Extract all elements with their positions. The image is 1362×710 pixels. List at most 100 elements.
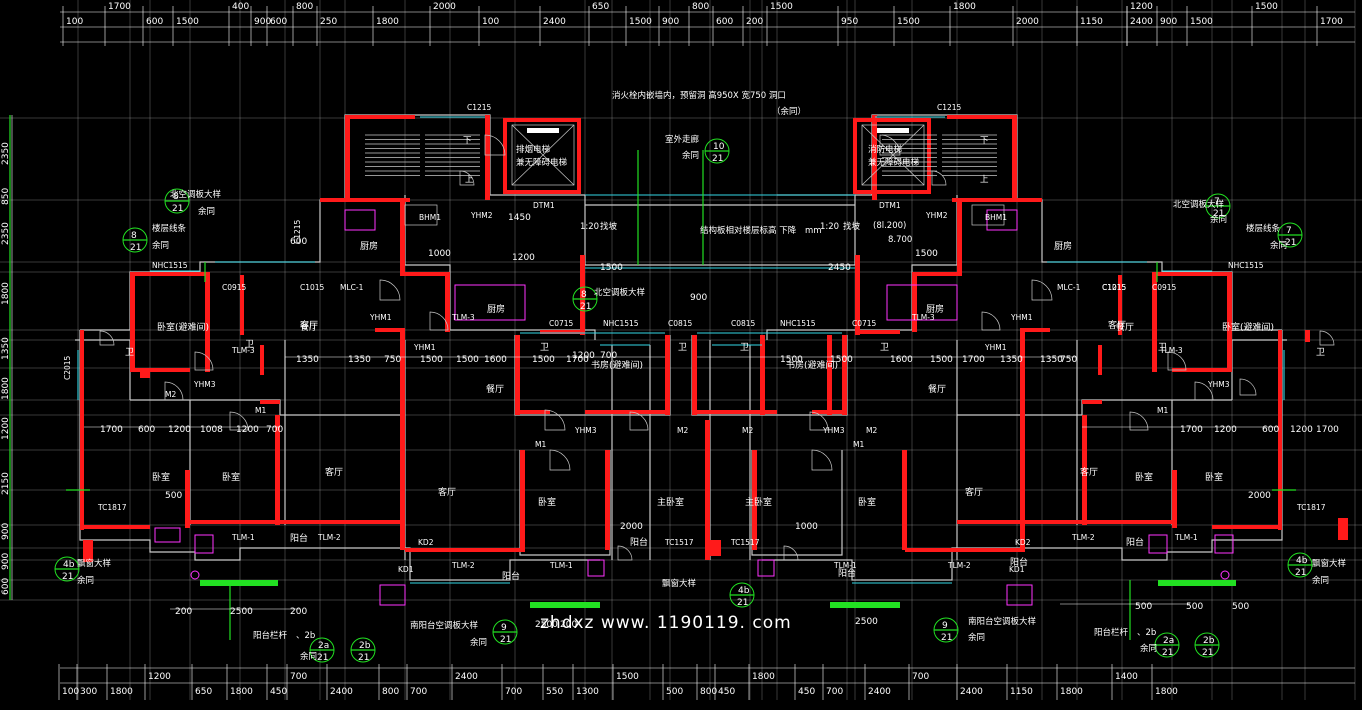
room-label: 厨房 <box>487 303 505 315</box>
inner-dim-text: 1500 <box>930 355 953 365</box>
opening-tag: KD1 <box>398 565 414 574</box>
opening-tag: C0915 <box>222 283 247 292</box>
inner-dim-text: 1350 <box>296 355 319 365</box>
room-label: 卧室 <box>222 471 240 483</box>
top-dim-text: 1500 <box>629 17 652 27</box>
inner-dim-text: 1700 <box>1180 425 1203 435</box>
top-dim-text: 1500 <box>1255 2 1278 12</box>
bottom-dim-text: 1800 <box>230 687 253 697</box>
inner-dim-text: 2500 <box>535 620 558 630</box>
detail-bubble-number: 8 <box>173 192 179 202</box>
ac-north-left-same: 余同 <box>198 206 215 217</box>
bottom-dim-text: 100 <box>62 687 79 697</box>
inner-dim-text: 1500 <box>915 249 938 259</box>
bottom-dim-text: 1800 <box>1155 687 1178 697</box>
ac-north-right: 北空调板大样 <box>1173 199 1225 210</box>
opening-tag: C1215 <box>467 103 492 112</box>
slope-ratio-left: 1:20 <box>580 222 599 232</box>
opening-tag: TC1817 <box>97 503 127 512</box>
top-dim-text: 100 <box>66 17 83 27</box>
top-dim-text: 1800 <box>376 17 399 27</box>
bottom-dim-text: 450 <box>270 687 287 697</box>
opening-tag: BHM1 <box>985 213 1007 222</box>
room-label: 厨房 <box>926 303 944 315</box>
left-dim-text: 900 <box>1 553 11 570</box>
top-dim-text: 900 <box>662 17 679 27</box>
opening-tag: C0715 <box>549 319 574 328</box>
opening-tag: M2 <box>742 426 753 435</box>
slope-left: 找坡 <box>600 221 618 232</box>
inner-dim-text: 700 <box>266 425 283 435</box>
door-swing <box>1031 279 1053 301</box>
opening-tag: TLM-1 <box>549 561 573 570</box>
opening-tag: TLM-2 <box>317 533 341 542</box>
opening-tag: YHM3 <box>1207 380 1230 389</box>
room-label: 阳台 <box>1010 556 1028 568</box>
bottom-dim-text: 800 <box>382 687 399 697</box>
inner-dim-text: 1500 <box>600 263 623 273</box>
detail-bubble-sheet: 21 <box>712 154 723 164</box>
detail-bubble-sheet: 21 <box>62 572 73 582</box>
opening-tag: YHM1 <box>1010 313 1033 322</box>
room-label: 卧室 <box>1135 471 1153 483</box>
inner-dim-text: 1000 <box>795 522 818 532</box>
opening-tag: C1015 <box>1102 283 1127 292</box>
top-dim-text: 2400 <box>1130 17 1153 27</box>
top-dim-text: 800 <box>692 2 709 12</box>
room-label: 卧室(避难间) <box>157 321 209 333</box>
left-elevator-label: 排烟电梯 <box>516 144 551 155</box>
door-swing <box>783 545 799 561</box>
room-labels: 客厅客厅客厅客厅客厅客厅卧室卧室卧室卧室主卧室主卧室卧室卧室厨房厨房厨房厨房卫卫… <box>125 240 1325 582</box>
inner-dim-text: 1000 <box>428 249 451 259</box>
opening-tag: YHM1 <box>984 343 1007 352</box>
opening-tag: KD1 <box>1009 565 1025 574</box>
inner-dim-text: 1008 <box>200 425 223 435</box>
opening-tag: C1215 <box>293 219 302 244</box>
bottom-dim-text: 1300 <box>576 687 599 697</box>
top-dim-text: 200 <box>746 17 763 27</box>
bottom-dim-text: 800 <box>700 687 717 697</box>
slope-right: 找坡 <box>843 221 861 232</box>
detail-bubble-sheet: 21 <box>500 635 511 645</box>
opening-tag: DTM1 <box>533 201 555 210</box>
right-elevator-label: 消防电梯 <box>868 144 903 155</box>
bottom-dim-text: 2400 <box>868 687 891 697</box>
south-ac-right-same: 余同 <box>968 632 985 643</box>
corridor-label: 室外走廊 <box>665 134 700 145</box>
stair-treads <box>365 134 1005 226</box>
inner-dim-text: 1700 <box>100 425 123 435</box>
bottom-dim-text: 2400 <box>455 672 478 682</box>
detail-bubble-number: 7 <box>1286 226 1292 236</box>
door-swing <box>931 170 947 186</box>
room-label: 客厅 <box>1080 466 1098 478</box>
slab-unit: mm <box>805 226 822 236</box>
opening-tag: TLM-3 <box>1159 346 1183 355</box>
inner-dim-text: 1600 <box>890 355 913 365</box>
room-label: 餐厅 <box>486 383 504 395</box>
top-dim-text: 2000 <box>1016 17 1039 27</box>
floor-elevation: 8.700 <box>888 235 912 245</box>
door-swing <box>379 279 401 301</box>
door-swing <box>1129 411 1149 431</box>
top-dim-text: 1200 <box>1130 2 1153 12</box>
detail-bubble-number: 2a <box>318 641 329 651</box>
top-dim-text: 2000 <box>433 2 456 12</box>
opening-tag: TLM-3 <box>911 313 935 322</box>
top-dim-text: 1500 <box>176 17 199 27</box>
door-swing <box>549 449 571 471</box>
detail-bubble-sheet: 21 <box>941 633 952 643</box>
floor-elevation-2: (8l.200) <box>873 221 906 231</box>
detail-bubble-number: 4b <box>738 586 750 596</box>
detail-bubble-number: 8 <box>131 231 137 241</box>
drain-line-left: 楼层线条 <box>152 223 187 234</box>
inner-dim-text: 1350 <box>1040 355 1063 365</box>
kitchen-bath-fixtures <box>154 209 1234 606</box>
opening-tag: TC1517 <box>664 538 694 547</box>
opening-tag: YHM2 <box>925 211 948 220</box>
slab-note: 结构板相对楼层标高 下降 <box>700 225 797 236</box>
rail-right-same: 余同 <box>1140 643 1157 654</box>
hydrant-note: 消火栓内嵌墙内，预留洞 高950X 宽750 洞口 <box>612 90 786 101</box>
